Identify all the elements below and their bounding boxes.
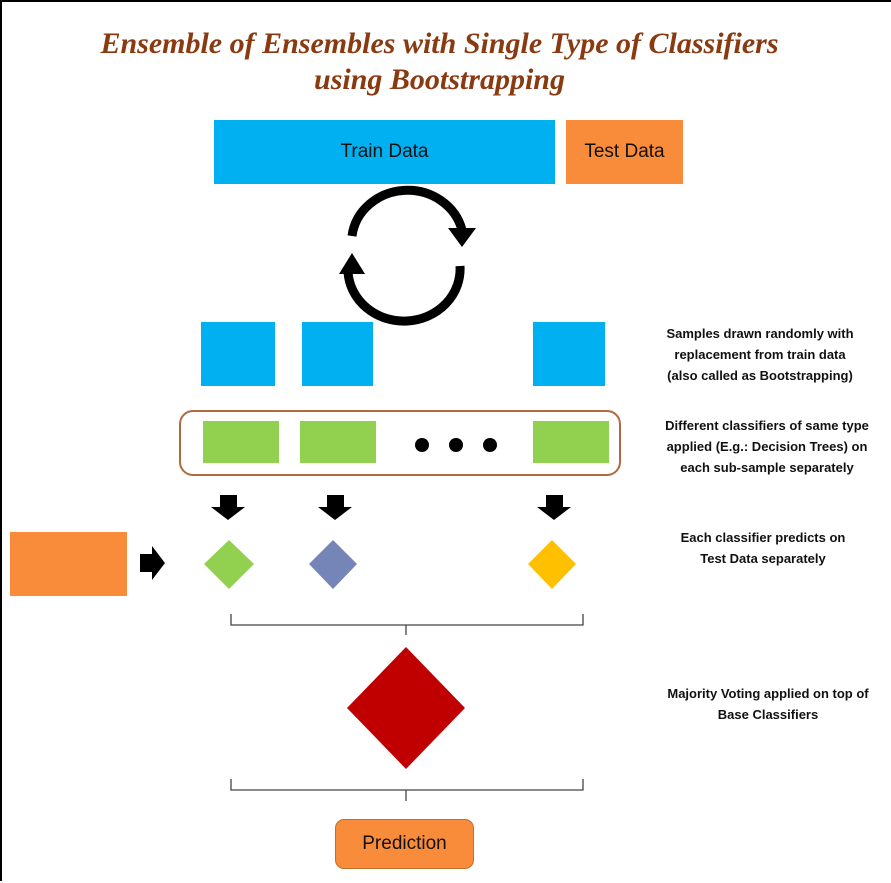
classifier-rect-1 bbox=[203, 421, 279, 463]
note-samples-line-1: Samples drawn randomly with bbox=[666, 326, 854, 341]
test-data-input-block bbox=[10, 532, 127, 596]
train-data-box: Train Data bbox=[214, 120, 555, 184]
classifier-rect-2 bbox=[300, 421, 376, 463]
note-voting-line-2: Base Classifiers bbox=[717, 707, 819, 722]
prediction-label: Prediction bbox=[362, 833, 447, 854]
note-predicts: Each classifier predicts on Test Data se… bbox=[648, 527, 878, 569]
note-samples: Samples drawn randomly with replacement … bbox=[645, 323, 875, 386]
sample-square-2 bbox=[302, 322, 373, 386]
sample-square-3 bbox=[533, 322, 605, 386]
cycle-arrows-icon bbox=[339, 185, 476, 326]
prediction-box: Prediction bbox=[335, 819, 474, 869]
note-samples-line-2: replacement from train data bbox=[674, 347, 846, 362]
sample-square-1 bbox=[201, 322, 275, 386]
brace-1 bbox=[230, 614, 584, 635]
title-line-1: Ensemble of Ensembles with Single Type o… bbox=[100, 27, 779, 60]
note-classifiers: Different classifiers of same type appli… bbox=[652, 415, 882, 478]
title-line-2: using Bootstrapping bbox=[314, 63, 565, 96]
note-classifiers-line-3: each sub-sample separately bbox=[680, 460, 854, 475]
ellipsis-dot-3 bbox=[483, 438, 497, 452]
note-classifiers-line-1: Different classifiers of same type bbox=[665, 418, 869, 433]
classifier-rect-3 bbox=[533, 421, 609, 463]
note-classifiers-line-2: applied (E.g.: Decision Trees) on bbox=[666, 439, 868, 454]
ellipsis-dot-2 bbox=[449, 438, 463, 452]
down-arrow-icon-2 bbox=[318, 495, 352, 520]
classifier-group-frame bbox=[179, 410, 621, 476]
note-samples-line-3: (also called as Bootstrapping) bbox=[667, 368, 853, 383]
note-predicts-line-2: Test Data separately bbox=[700, 551, 826, 566]
train-data-label: Train Data bbox=[340, 141, 429, 162]
ellipsis-dot-1 bbox=[415, 438, 429, 452]
brace-2 bbox=[230, 779, 584, 801]
test-data-label: Test Data bbox=[584, 141, 665, 162]
down-arrow-icon-3 bbox=[537, 495, 571, 520]
test-data-box: Test Data bbox=[566, 120, 683, 184]
majority-voting-diamond bbox=[347, 647, 465, 769]
prediction-diamond-1 bbox=[204, 540, 254, 589]
note-voting-line-1: Majority Voting applied on top of bbox=[667, 686, 869, 701]
note-predicts-line-1: Each classifier predicts on bbox=[680, 530, 846, 545]
prediction-diamond-3 bbox=[528, 540, 576, 589]
down-arrow-icon-1 bbox=[211, 495, 245, 520]
note-voting: Majority Voting applied on top of Base C… bbox=[653, 683, 883, 725]
right-arrow-icon bbox=[140, 546, 165, 580]
prediction-diamond-2 bbox=[309, 540, 357, 589]
